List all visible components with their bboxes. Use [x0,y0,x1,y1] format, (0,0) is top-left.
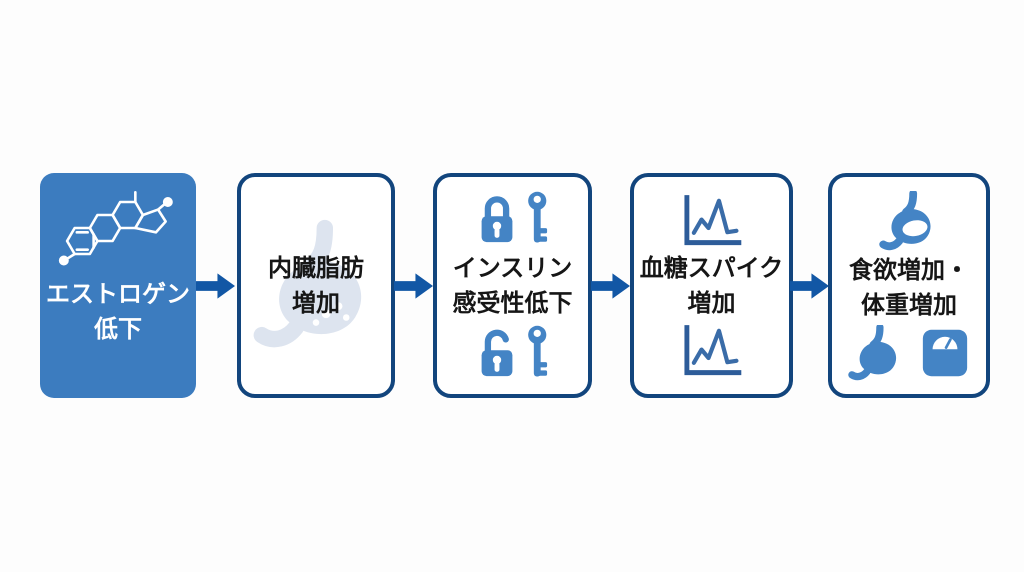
flow-arrow-icon [790,273,829,299]
step2-label-line2: 増加 [292,290,340,317]
stomach-icon [847,325,896,381]
stomach-icon [879,191,931,251]
lock-closed-icon [481,196,512,243]
step2-label: 内臓脂肪 増加 [268,251,364,321]
glucose-spike-chart-icon [683,325,741,376]
step5-label-line2: 体重増加 [861,292,957,319]
step3-bottom-icons [476,325,550,381]
step1-label-line1: エストロゲン [46,281,190,308]
flow-arrow-icon [196,273,235,299]
flow-step-insulin-sensitivity-decrease: インスリン 感受性低下 [433,173,592,398]
key-icon [527,325,547,377]
step4-label: 血糖スパイク 増加 [640,251,784,321]
step4-label-line2: 増加 [687,290,736,317]
flow-step-glucose-spike-increase: 血糖スパイク 増加 [630,173,793,398]
estrogen-molecule-icon [58,190,173,266]
flow-step-visceral-fat-increase: 内臓脂肪 増加 [237,173,395,398]
step2-label-line1: 内臓脂肪 [268,255,364,282]
step4-label-line1: 血糖スパイク [639,255,784,282]
step1-label: エストロゲン 低下 [46,277,190,347]
flow-arrow-icon [591,273,630,299]
step3-label: インスリン 感受性低下 [453,251,573,321]
glucose-spike-chart-icon [683,195,741,246]
step1-label-line2: 低下 [94,316,142,343]
step3-label-line2: 感受性低下 [452,290,573,317]
key-icon [527,191,547,243]
step5-label-line1: 食欲増加・ [849,257,969,284]
stomach-watermark-icon [253,219,362,347]
flow-arrow-icon [394,273,433,299]
step5-bottom-icons [847,325,972,381]
flow-step-appetite-weight-increase: 食欲増加・ 体重増加 [828,173,990,398]
step3-label-line1: インスリン [452,255,573,282]
lock-open-icon [481,329,512,377]
flow-step-estrogen-decrease: エストロゲン 低下 [40,173,196,398]
weight-scale-icon [922,329,967,377]
step5-label: 食欲増加・ 体重増加 [849,253,969,323]
step3-top-icons [476,191,550,247]
